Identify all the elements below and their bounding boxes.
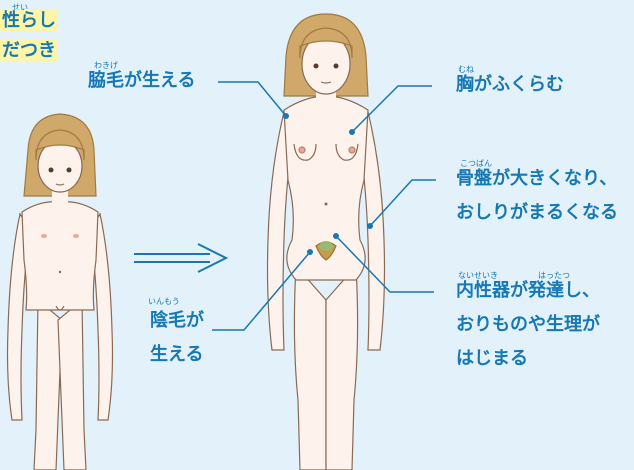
pelvis-label-line2: おしりがまるくなる	[456, 204, 618, 222]
pelvis-ruby: こつばん	[460, 160, 492, 168]
pubic-label-line1: 陰毛が	[150, 312, 204, 330]
armpit-label: 脇毛が生える	[88, 72, 195, 90]
internal-label-line3: はじまる	[456, 350, 528, 368]
armpit-ruby: わきげ	[94, 62, 118, 70]
growth-arrow	[134, 244, 226, 272]
internal-label-line1: 内性器が発達し、	[456, 282, 600, 300]
internal-label-line2: おりものや生理が	[456, 316, 600, 334]
breast-label: 胸がふくらむ	[456, 76, 564, 94]
top-left-line2: だつき	[0, 42, 58, 60]
adult-figure	[268, 14, 385, 470]
breast-ruby: むね	[458, 66, 474, 74]
top-left-line2-text: だつき	[0, 40, 58, 61]
internal-ruby-1: ないせいき	[458, 272, 498, 280]
pubic-label-line2: 生える	[150, 346, 203, 364]
child-figure	[8, 114, 113, 470]
top-left-line1: 性らし	[0, 12, 58, 30]
pelvis-label-line1: 骨盤が大きくなり、	[456, 170, 617, 188]
pubic-ruby: いんもう	[148, 298, 180, 306]
internal-ruby-2: はったつ	[538, 272, 570, 280]
top-left-line1-text: 性らし	[0, 10, 58, 31]
